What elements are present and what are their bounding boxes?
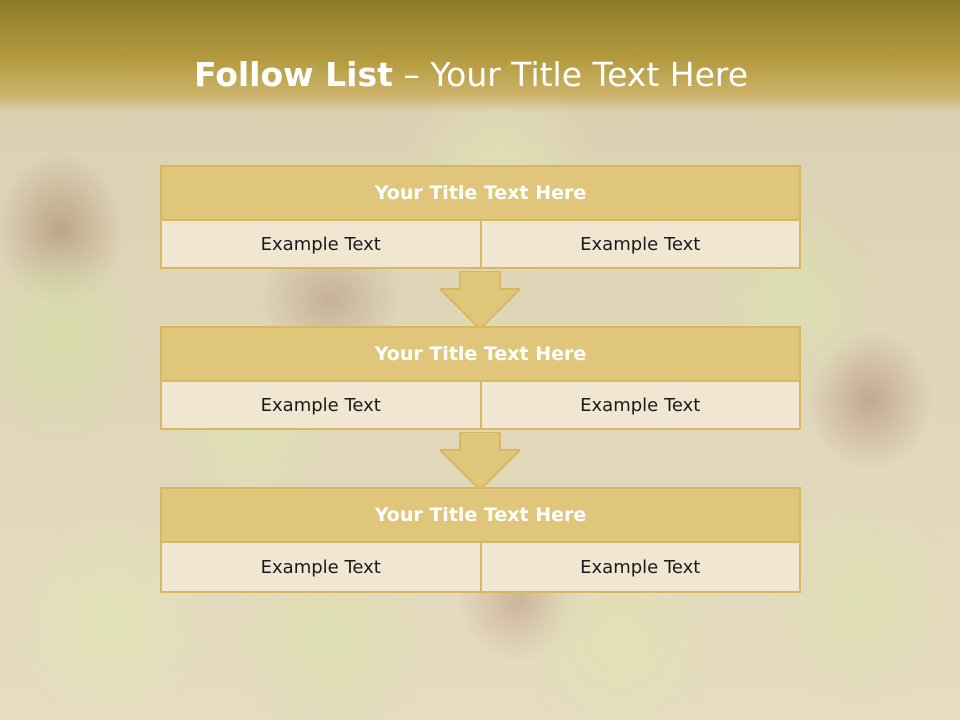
slide-title-bold: Follow List (193, 55, 393, 94)
block-title: Your Title Text Here (160, 326, 801, 382)
list-block-3: Your Title Text Here Example Text Exampl… (160, 487, 801, 593)
list-block-2: Your Title Text Here Example Text Exampl… (160, 326, 801, 430)
block-row: Example Text Example Text (160, 382, 801, 430)
block-cell-right: Example Text (479, 382, 799, 428)
down-arrow-icon (440, 271, 520, 329)
block-cell-left: Example Text (162, 382, 480, 428)
block-cell-right: Example Text (479, 543, 799, 591)
header-bar (0, 0, 960, 112)
block-title: Your Title Text Here (160, 165, 801, 221)
block-cell-left: Example Text (162, 543, 480, 591)
slide-title-rest: – Your Title Text Here (392, 55, 749, 94)
list-block-1: Your Title Text Here Example Text Exampl… (160, 165, 801, 269)
block-cell-right: Example Text (479, 221, 799, 267)
block-row: Example Text Example Text (160, 221, 801, 269)
block-cell-left: Example Text (162, 221, 480, 267)
slide-title: Follow List – Your Title Text Here (0, 50, 942, 100)
block-title: Your Title Text Here (160, 487, 801, 543)
block-row: Example Text Example Text (160, 543, 801, 593)
down-arrow-icon (440, 432, 520, 490)
